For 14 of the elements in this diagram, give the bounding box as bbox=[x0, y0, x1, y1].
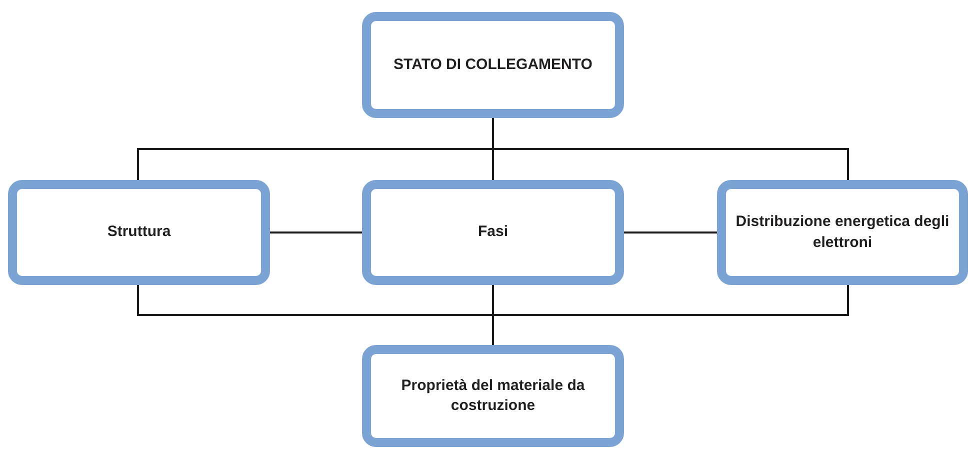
node-label: Distribuzione energetica degli elettroni bbox=[734, 212, 950, 252]
process-box bbox=[717, 180, 968, 285]
connector-line bbox=[492, 118, 849, 180]
node-label: Fasi bbox=[478, 222, 508, 242]
node-label: Proprietà del materiale da costruzione bbox=[400, 376, 586, 416]
process-box bbox=[8, 180, 270, 285]
process-box bbox=[362, 345, 624, 447]
connector-line bbox=[270, 232, 362, 234]
node-label: Struttura bbox=[107, 222, 171, 242]
connector-line bbox=[492, 285, 849, 345]
node-label: STATO DI COLLEGAMENTO bbox=[394, 54, 592, 75]
process-box bbox=[362, 12, 624, 118]
process-box bbox=[362, 180, 624, 285]
connector-line bbox=[624, 232, 717, 234]
